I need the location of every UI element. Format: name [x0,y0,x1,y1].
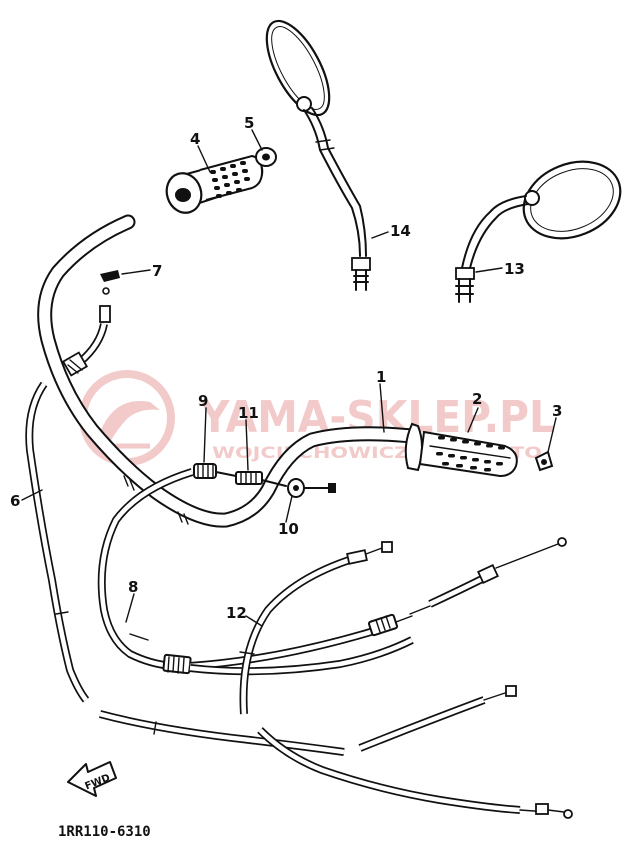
fwd-arrow: FWD [67,761,117,797]
callout-14: 14 [390,222,411,240]
callout-7: 7 [152,262,162,280]
cable-adjuster [193,463,336,498]
cable-upper-right [409,537,567,615]
cable-bottom [98,710,573,819]
throttle-grip [165,154,264,214]
mirror-right [455,160,622,303]
callout-11: 11 [238,404,259,422]
callout-1: 1 [376,368,386,386]
grip-end-lower [534,450,554,472]
callout-12: 12 [226,604,247,622]
callout-5: 5 [244,114,254,132]
cable-lower-right [358,685,517,752]
callout-4: 4 [190,130,200,148]
callout-8: 8 [128,578,138,596]
cable-8 [97,468,414,676]
callout-10: 10 [278,520,299,538]
part-code: 1RR110-6310 [58,824,151,840]
callouts: 1 2 3 4 5 6 7 8 9 10 11 12 13 14 [10,114,562,622]
cable-6 [25,381,90,703]
mirror-left [265,19,371,291]
callout-2: 2 [472,390,482,408]
callout-13: 13 [504,260,525,278]
grip-end-upper [255,147,277,167]
callout-9: 9 [198,392,208,410]
watermark-logo [79,370,175,466]
cable-fitting [61,270,120,377]
leader-lines [21,129,557,627]
cable-12 [239,541,393,715]
right-grip [404,422,518,478]
callout-3: 3 [552,402,562,420]
callout-6: 6 [10,492,20,510]
